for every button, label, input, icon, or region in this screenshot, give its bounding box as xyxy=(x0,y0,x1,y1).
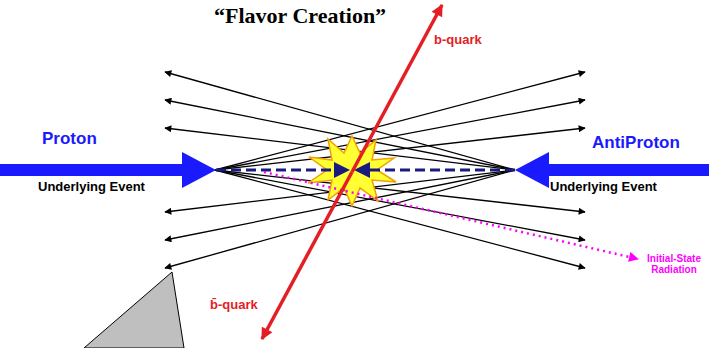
underlying-event-tracks xyxy=(165,72,585,268)
grey-triangle xyxy=(84,272,184,348)
b-quark-arrow xyxy=(352,5,442,172)
bbar-quark-arrow xyxy=(262,172,352,339)
beam-label: Proton xyxy=(42,130,97,149)
beam-label: AntiProton xyxy=(592,134,680,153)
quark-label: b-quark xyxy=(434,33,482,47)
quark-label: b̄-quark xyxy=(210,298,258,312)
event-label: Underlying Event xyxy=(550,180,657,194)
diagram-title: “Flavor Creation” xyxy=(214,4,386,28)
parton-head xyxy=(334,162,350,178)
radiation-label: Initial-State Radiation xyxy=(643,253,705,275)
event-label: Underlying Event xyxy=(38,180,145,194)
